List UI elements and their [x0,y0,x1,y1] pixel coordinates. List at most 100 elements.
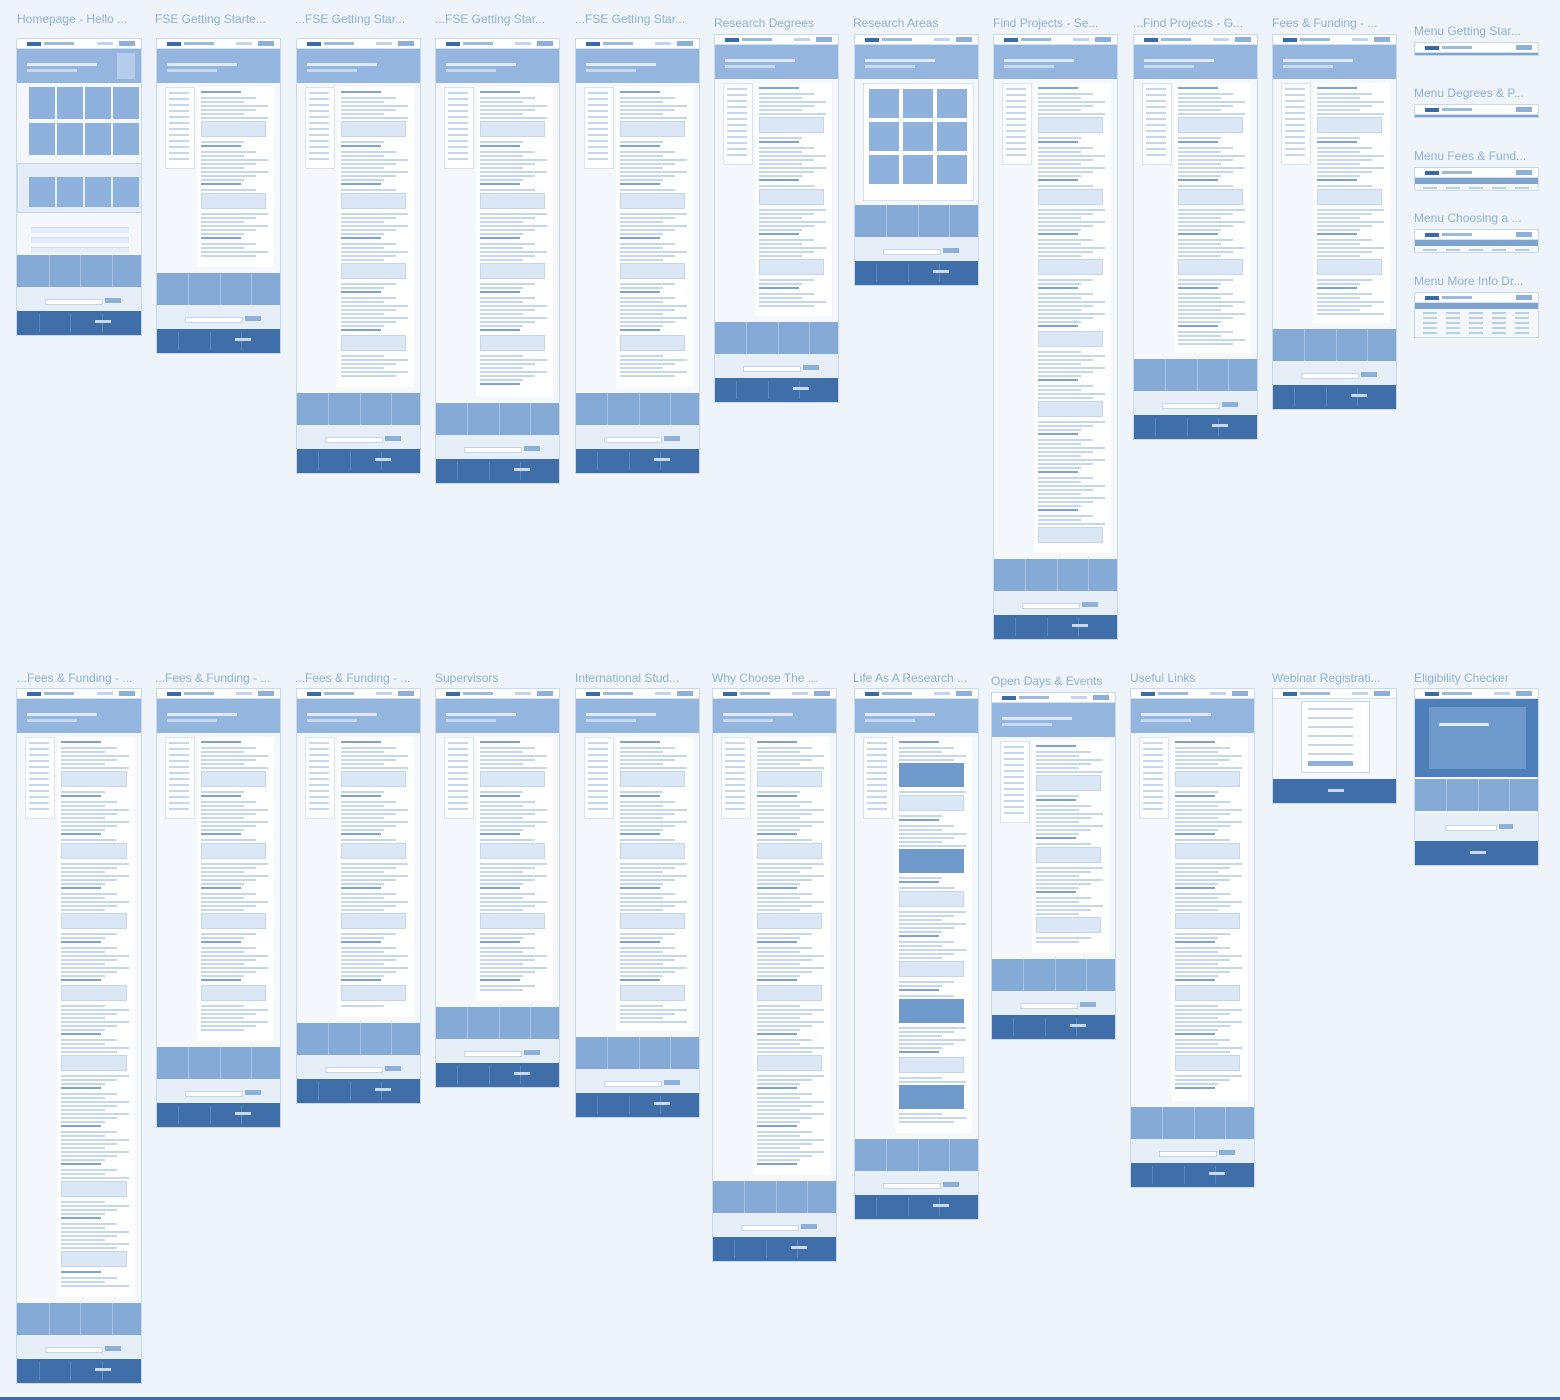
sidebar-link[interactable] [448,92,468,94]
menu-link[interactable] [1515,327,1529,329]
research-area-tile[interactable] [937,155,967,184]
sidebar-link[interactable] [1006,100,1026,102]
sidebar-link[interactable] [725,796,745,798]
research-area-tile[interactable] [937,89,967,118]
email-input[interactable] [45,299,103,305]
sidebar-link[interactable] [29,760,49,762]
subscribe-button[interactable] [664,1080,680,1085]
sidebar-link[interactable] [1146,130,1166,132]
sidebar-link[interactable] [29,784,49,786]
sidebar-link[interactable] [448,140,468,142]
cta-tile[interactable] [808,322,810,354]
research-area-tile[interactable] [869,89,899,118]
nav-button[interactable] [1516,232,1532,237]
sidebar-link[interactable] [1006,94,1026,96]
cta-tile[interactable] [607,393,609,425]
frame-title[interactable]: Menu Degrees & P... [1414,86,1524,100]
subscribe-button[interactable] [245,316,261,321]
sidebar-link[interactable] [1004,776,1024,778]
nav-button[interactable] [537,41,553,46]
sidebar-link[interactable] [1285,148,1305,150]
menu-link[interactable] [1492,317,1506,319]
nav-link[interactable] [1213,38,1229,41]
cta-tile[interactable] [1335,329,1337,361]
media-image[interactable] [899,1085,964,1109]
sidebar-link[interactable] [1006,142,1026,144]
cta-tile[interactable] [638,393,640,425]
feature-tile[interactable] [85,87,111,119]
menu-link[interactable] [1515,187,1529,189]
frame-artboard[interactable] [1414,42,1539,56]
frame-artboard[interactable] [156,38,281,354]
nav-link[interactable] [376,692,392,695]
sidebar-link[interactable] [448,104,468,106]
sidebar-link[interactable] [29,808,49,810]
frame-title[interactable]: Eligibility Checker [1414,671,1509,685]
sidebar-link[interactable] [588,140,608,142]
frame-artboard[interactable] [16,38,142,336]
sidebar-link[interactable] [1004,812,1024,814]
sidebar-link[interactable] [588,754,608,756]
frame-title[interactable]: Menu More Info Dr... [1414,274,1524,288]
sidebar-link[interactable] [1143,802,1163,804]
sidebar-link[interactable] [1143,778,1163,780]
email-input[interactable] [604,1081,662,1087]
sidebar-link[interactable] [588,802,608,804]
sidebar-link[interactable] [169,134,189,136]
menu-link[interactable] [1492,187,1506,189]
sidebar-link[interactable] [1004,794,1024,796]
sidebar-link[interactable] [727,124,747,126]
menu-link[interactable] [1423,187,1437,189]
sidebar-link[interactable] [1004,782,1024,784]
sidebar-link[interactable] [169,98,189,100]
sidebar-link[interactable] [588,110,608,112]
sidebar-link[interactable] [169,790,189,792]
nav-button[interactable] [816,37,832,42]
sidebar-link[interactable] [588,772,608,774]
cta-tile[interactable] [219,273,221,305]
menu-link[interactable] [1492,249,1506,251]
sidebar-link[interactable] [169,92,189,94]
sidebar-link[interactable] [588,104,608,106]
menu-link[interactable] [1423,322,1437,324]
frame-title[interactable]: Supervisors [435,671,499,685]
subscribe-button[interactable] [803,365,819,370]
cta-tile[interactable] [80,1303,81,1335]
sidebar-link[interactable] [169,158,189,160]
sidebar-link[interactable] [588,808,608,810]
sidebar-link[interactable] [29,766,49,768]
sidebar-link[interactable] [1146,88,1166,90]
menu-link[interactable] [1469,249,1483,251]
sidebar-link[interactable] [169,796,189,798]
email-input[interactable] [1445,825,1497,831]
frame-artboard[interactable] [854,688,979,1220]
sidebar-link[interactable] [309,116,329,118]
sidebar-link[interactable] [588,128,608,130]
sidebar-link[interactable] [309,134,329,136]
news-card[interactable] [57,177,83,207]
cta-tile[interactable] [886,1139,888,1171]
sidebar-link[interactable] [867,760,887,762]
menu-link[interactable] [1515,249,1529,251]
cta-tile[interactable] [1477,779,1479,811]
sidebar-link[interactable] [448,790,468,792]
menu-link[interactable] [1446,317,1460,319]
form-field[interactable] [1308,717,1353,719]
email-input[interactable] [325,437,383,443]
nav-button[interactable] [1516,107,1532,112]
cta-tile[interactable] [1162,1107,1164,1139]
sidebar-link[interactable] [1146,124,1166,126]
menu-link[interactable] [1446,187,1460,189]
sidebar-link[interactable] [867,778,887,780]
sidebar-link[interactable] [1285,88,1305,90]
cta-tile[interactable] [48,1303,50,1335]
nav-button[interactable] [537,691,553,696]
nav-button[interactable] [1232,691,1248,696]
menu-link[interactable] [1469,332,1483,334]
subscribe-button[interactable] [524,446,540,451]
frame-title[interactable]: Webinar Registrati... [1272,671,1381,685]
nav-link[interactable] [376,42,392,45]
nav-link[interactable] [1071,696,1087,699]
cta-tile[interactable] [359,1023,361,1055]
